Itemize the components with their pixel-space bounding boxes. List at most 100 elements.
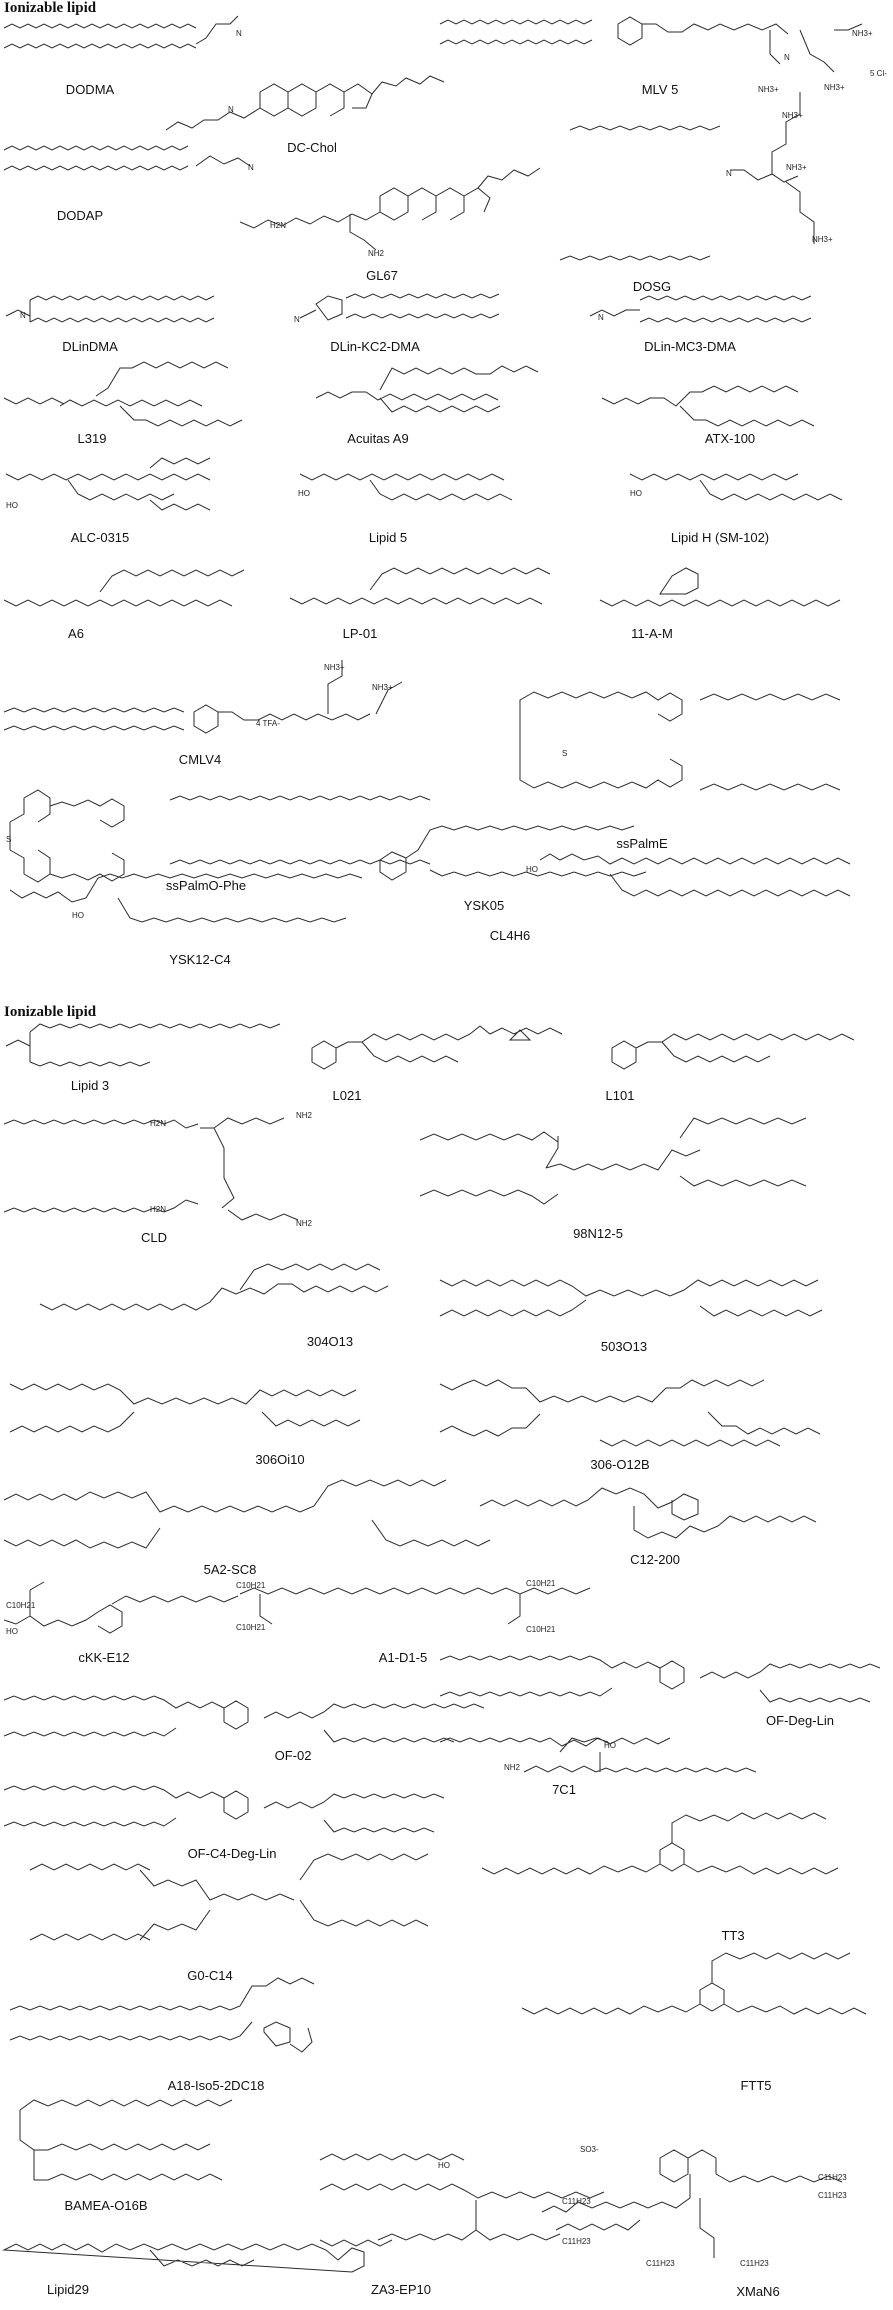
atom-c10: C10H21: [526, 1579, 556, 1588]
label-cl4h6: CL4H6: [489, 928, 531, 943]
atom-nh3: NH3+: [758, 85, 779, 94]
atom-chloride-counterion: 5 Cl-: [870, 69, 887, 78]
atom-nh2: NH2: [504, 1763, 521, 1772]
label-dodap: DODAP: [56, 208, 104, 223]
label-lipid-h: Lipid H (SM-102): [670, 530, 770, 545]
dlin-kc2-chain-1: [345, 293, 500, 299]
dlindma-head: [5, 300, 31, 322]
label-dc-chol: DC-Chol: [287, 140, 337, 155]
306oi10: [9, 1383, 361, 1433]
dlin-kc2-chain-2: [345, 313, 500, 319]
ftt5: [521, 1952, 867, 2015]
alc-0315: [5, 457, 211, 511]
label-306-o12b: 306-O12B: [590, 1457, 650, 1472]
atom-nh2: NH2: [368, 249, 385, 258]
atom-c11: C11H23: [818, 2191, 847, 2200]
dc-chol-steroid: [259, 75, 445, 117]
mlv5-chain-1: [439, 19, 593, 25]
atom-n: N: [784, 53, 790, 62]
atom-oh: HO: [604, 1741, 616, 1750]
c12-200: [479, 1439, 817, 1539]
l319-chains: [59, 361, 243, 427]
atom-nh3: NH3+: [372, 683, 393, 692]
dlin-mc3-chain-2: [639, 317, 812, 323]
label-acuitas-a9: Acuitas A9: [347, 431, 409, 446]
sspalme: [519, 691, 841, 791]
atom-s: S: [6, 835, 11, 844]
atom-n: N: [726, 169, 732, 178]
atom-h2n: H2N: [150, 1119, 166, 1128]
label-ysk05: YSK05: [463, 898, 505, 913]
label-xman6: XMaN6: [736, 2284, 780, 2299]
a1-d1-5: [239, 1587, 591, 1625]
acuitas-a9: [315, 365, 539, 413]
atom-c10: C10H21: [526, 1625, 556, 1634]
11-a-m: [599, 567, 841, 607]
lipid-3: [5, 1023, 281, 1067]
label-7c1: 7C1: [552, 1782, 576, 1797]
label-a18-iso5-2dc18: A18-Iso5-2DC18: [167, 2078, 265, 2093]
lipid-h: [629, 473, 843, 501]
label-306oi10: 306Oi10: [255, 1452, 305, 1467]
dlin-mc3-head: [589, 309, 640, 317]
atx-100: [601, 385, 815, 427]
of-c4-deg-lin: [3, 1785, 445, 1833]
atom-nh2: NH2: [296, 1219, 313, 1228]
a18-iso5-2dc18: [9, 1977, 315, 2053]
gl67-steroid: [379, 167, 541, 221]
atom-c11: C11H23: [562, 2197, 591, 2206]
503o13: [439, 1279, 823, 1317]
5a2-sc8: [3, 1479, 491, 1549]
mlv5-ring: [617, 16, 643, 46]
dodap-head: [195, 155, 251, 167]
l319-head: [3, 397, 65, 405]
label-of-deg-lin: OF-Deg-Lin: [766, 1713, 834, 1728]
dodma-head: [195, 15, 239, 45]
atom-oh: HO: [298, 489, 310, 498]
label-atx-100: ATX-100: [704, 431, 756, 446]
atom-nh3: NH3+: [786, 163, 807, 172]
label-lipid-3: Lipid 3: [70, 1078, 110, 1093]
label-ftt5: FTT5: [740, 2078, 772, 2093]
label-dodma: DODMA: [65, 82, 115, 97]
label-lipid-5: Lipid 5: [368, 530, 408, 545]
label-5a2-sc8: 5A2-SC8: [203, 1562, 257, 1577]
dlin-kc2-ring: [299, 295, 343, 321]
label-gl67: GL67: [366, 268, 398, 283]
atom-nh3: NH3+: [852, 29, 873, 38]
label-a6: A6: [68, 626, 84, 641]
label-c12-200: C12-200: [630, 1552, 680, 1567]
atom-oh: HO: [438, 2161, 450, 2170]
dosg-chain-1: [569, 125, 721, 131]
atom-n: N: [236, 29, 242, 38]
label-sspalme: ssPalmE: [616, 836, 668, 851]
of-02: [3, 1695, 485, 1743]
mlv5-headgroup: [642, 23, 863, 73]
l101: [611, 1033, 855, 1070]
tt3: [481, 1812, 839, 1875]
section-title-bottom: Ionizable lipid: [4, 1004, 97, 1020]
atom-tfa-counterion: 4 TFA-: [256, 719, 280, 728]
label-ysk12-c4: YSK12-C4: [169, 952, 231, 967]
atom-c11: C11H23: [646, 2259, 675, 2268]
dodma-chain-2: [3, 43, 197, 49]
dlindma-chain-1: [29, 295, 215, 301]
cmlv4: [3, 660, 403, 734]
label-of-c4-deg-lin: OF-C4-Deg-Lin: [187, 1846, 277, 1861]
label-98n12-5: 98N12-5: [573, 1226, 623, 1241]
304o13: [39, 1263, 389, 1311]
atom-nh3: NH3+: [324, 663, 345, 672]
306-o12b: [439, 1379, 821, 1437]
l021: [311, 1025, 563, 1070]
atom-nh3: NH3+: [782, 111, 803, 120]
sspalmo-phe: [9, 789, 431, 883]
za3-ep10: [319, 2153, 605, 2247]
gl67-polyamine: [239, 211, 381, 251]
label-11-a-m: 11-A-M: [631, 626, 673, 641]
atom-h2n: H2N: [270, 221, 286, 230]
atom-oh: HO: [526, 865, 538, 874]
atom-oh: HO: [6, 1627, 18, 1636]
atom-c11: C11H23: [818, 2173, 847, 2182]
label-lipid29: Lipid29: [47, 2282, 89, 2297]
